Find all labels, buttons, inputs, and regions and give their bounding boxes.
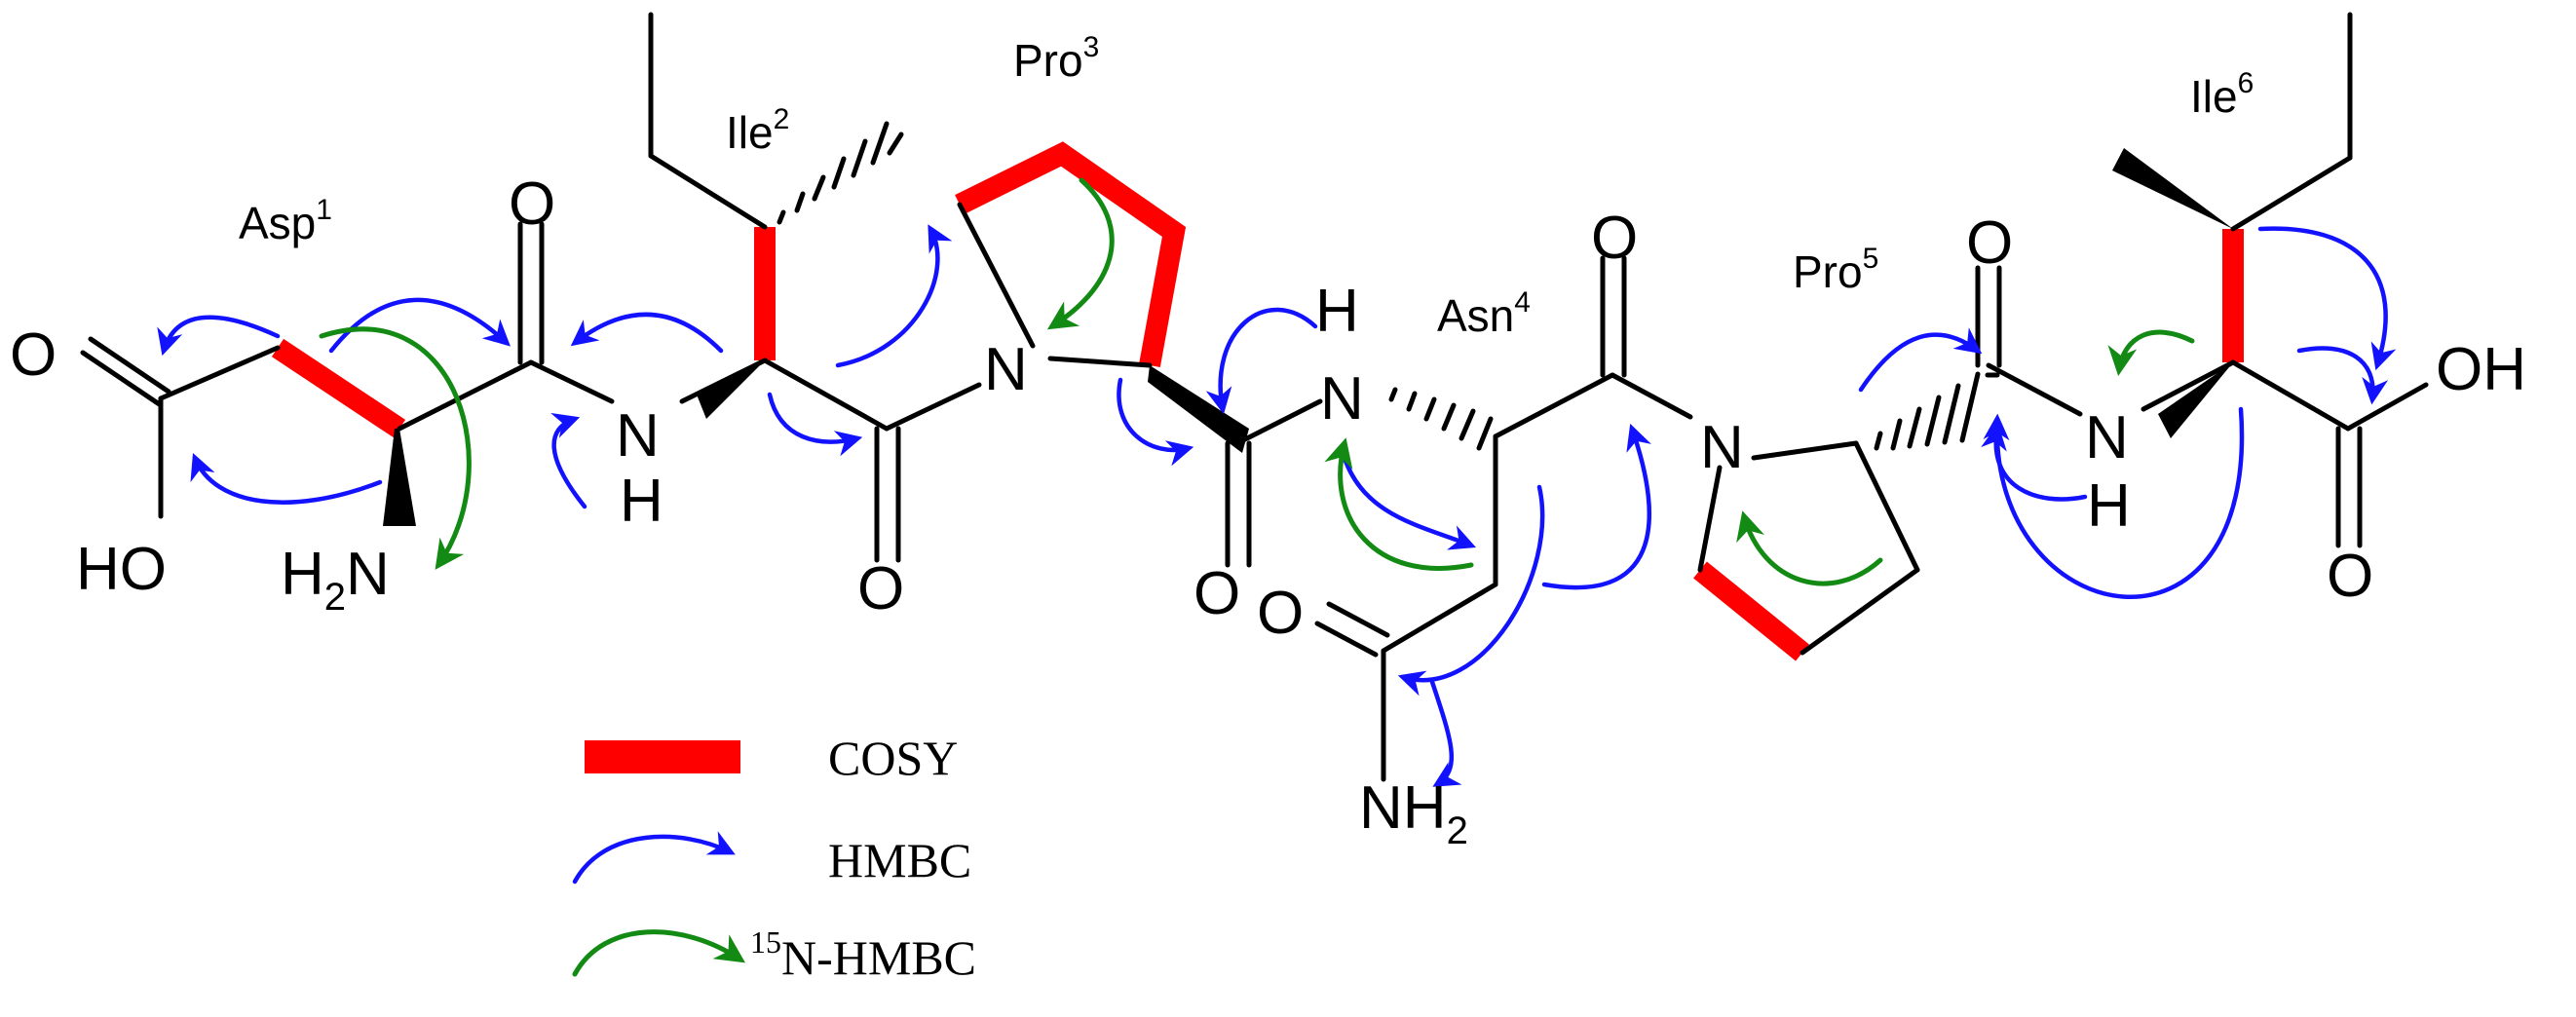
cosy-correlations: [271, 141, 2244, 661]
atom-h-ile2-amide: H: [620, 468, 663, 535]
atom-o-ile6-carbonyl: O: [2327, 543, 2373, 610]
residue-labels: Asp1 Ile2 Pro3 Asn4 Pro5 Ile6: [239, 31, 2254, 341]
cosy-asp1: [271, 338, 406, 438]
atom-oh-ile6: OH: [2436, 336, 2526, 403]
residue-label-ile2: Ile2: [726, 103, 789, 158]
atom-n-ile6-amide: N: [2085, 404, 2129, 471]
legend: COSY HMBC 15N-HMBC: [572, 731, 976, 985]
legend-cosy-label: COSY: [828, 731, 958, 785]
residue-label-ile6: Ile6: [2190, 67, 2254, 122]
atom-n-pro3: N: [984, 336, 1028, 403]
atom-h-ile6-amide: H: [2087, 472, 2131, 540]
legend-nhmbc-label: 15N-HMBC: [750, 924, 976, 985]
atom-o-asp1-acid: O: [10, 321, 57, 389]
atom-h-asn4-amide: H: [1315, 278, 1359, 345]
atom-labels: O HO H2N O N H N O H N O O NH2 O N O N H…: [10, 170, 2526, 852]
atom-nh2-asn4: NH2: [1359, 774, 1468, 852]
atom-ho-asp1: HO: [76, 536, 167, 603]
atom-o-pro5-carbonyl: O: [1966, 209, 2013, 277]
nhmbc-correlations: [319, 177, 2195, 586]
residue-label-pro3: Pro3: [1013, 31, 1099, 86]
atom-o-ile2-carbonyl: O: [857, 555, 904, 622]
cosy-pro3: [955, 141, 1187, 367]
atom-o-asp1-carbonyl: O: [509, 170, 555, 238]
legend-hmbc-label: HMBC: [828, 833, 971, 887]
atom-o-asn4-sidechain: O: [1257, 580, 1304, 647]
residue-label-pro5: Pro5: [1793, 243, 1878, 297]
atom-n-ile2-amide: N: [616, 402, 660, 470]
legend-hmbc-arrow-icon: [572, 831, 736, 885]
hmbc-correlations: [157, 224, 2397, 787]
atom-o-pro3-carbonyl: O: [1193, 560, 1240, 627]
atom-n-asn4-amide: N: [1320, 365, 1364, 433]
legend-nhmbc-arrow-icon: [572, 929, 745, 977]
legend-cosy-swatch: [585, 740, 740, 773]
residue-label-asp1: Asp1: [239, 194, 332, 248]
cosy-pro5: [1693, 561, 1809, 661]
atom-n-pro5: N: [1700, 414, 1744, 481]
atom-o-asn4-carbonyl: O: [1591, 205, 1638, 272]
residue-label-asn4: Asn4: [1437, 286, 1531, 341]
atom-h2n-asp1: H2N: [281, 541, 390, 619]
skeleton-bonds: [80, 12, 2429, 782]
